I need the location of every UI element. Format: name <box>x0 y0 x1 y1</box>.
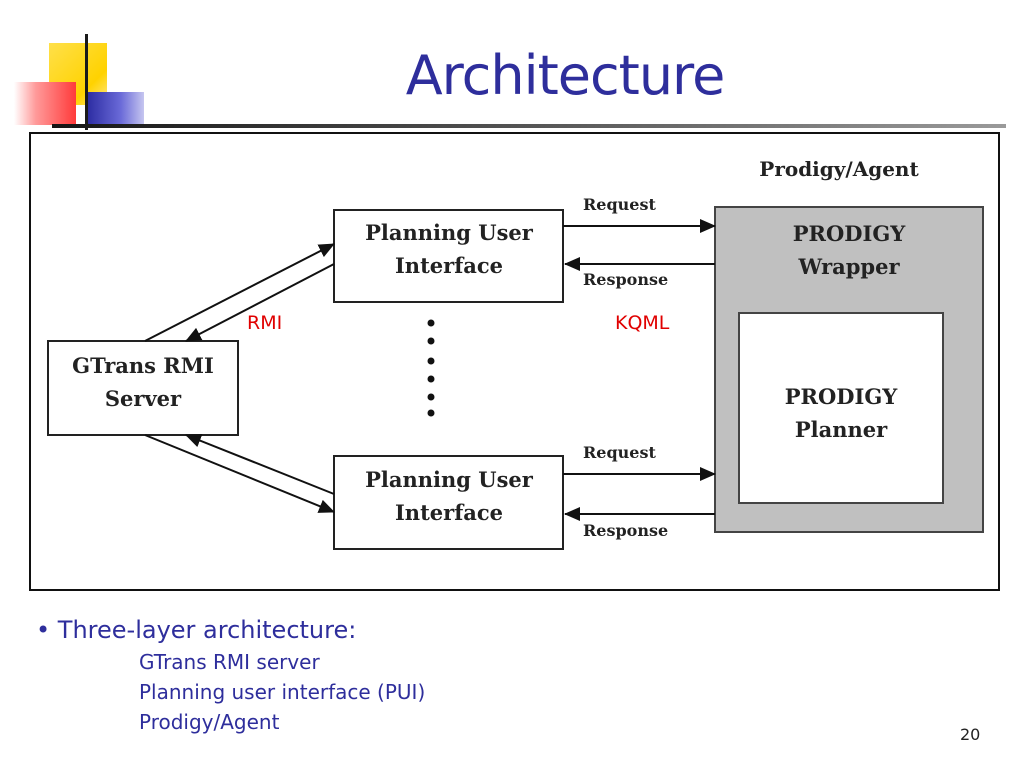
decor-vertical-line <box>85 34 88 130</box>
bullet-list: • Three-layer architecture: <box>36 616 356 644</box>
prodigy-agent-label: Prodigy/Agent <box>759 157 919 181</box>
pui-bottom-label-line1: Planning User <box>365 467 534 492</box>
architecture-diagram: Prodigy/Agent PRODIGY Wrapper PRODIGY Pl… <box>47 157 984 550</box>
rmi-label: RMI <box>247 312 282 334</box>
title-rule <box>52 124 1006 128</box>
decor-blue-square <box>86 92 144 128</box>
pui-top-box <box>333 209 564 303</box>
wrapper-label-line1: PRODIGY <box>793 221 907 246</box>
page-number: 20 <box>960 725 981 744</box>
bullet-sub-item: Prodigy/Agent <box>139 710 280 734</box>
pui-bottom-label-line2: Interface <box>395 500 503 525</box>
gtrans-server-box <box>47 340 239 436</box>
rmi-arrow-to-server-bottom <box>185 434 335 495</box>
prodigy-planner-box <box>738 312 944 504</box>
rmi-arrow-to-bottom-pui <box>144 434 335 513</box>
pui-top-label-line2: Interface <box>395 253 503 278</box>
pui-bottom-box <box>333 455 564 550</box>
server-label-line2: Server <box>105 386 182 411</box>
diagram-frame <box>29 132 1000 591</box>
rmi-arrow-to-server-top <box>185 263 335 342</box>
request-bottom-label: Request <box>583 443 656 462</box>
slide-title: Architecture <box>405 44 726 107</box>
decor-red-bar <box>14 82 76 125</box>
response-top-label: Response <box>583 270 668 289</box>
request-top-label: Request <box>583 195 656 214</box>
server-label-line1: GTrans RMI <box>72 353 214 378</box>
planner-label-line1: PRODIGY <box>785 384 899 409</box>
planner-label-line2: Planner <box>795 417 888 442</box>
response-bottom-label: Response <box>583 521 668 540</box>
ellipsis-dots <box>427 319 435 417</box>
bullet-sub-item: GTrans RMI server <box>139 650 320 674</box>
wrapper-label-line2: Wrapper <box>797 254 900 279</box>
bullet-sub-item: Planning user interface (PUI) <box>139 680 426 704</box>
kqml-label: KQML <box>615 312 670 334</box>
rmi-arrow-to-top-pui <box>144 243 335 342</box>
bullet-main: • Three-layer architecture: <box>36 616 357 644</box>
pui-top-label-line1: Planning User <box>365 220 534 245</box>
